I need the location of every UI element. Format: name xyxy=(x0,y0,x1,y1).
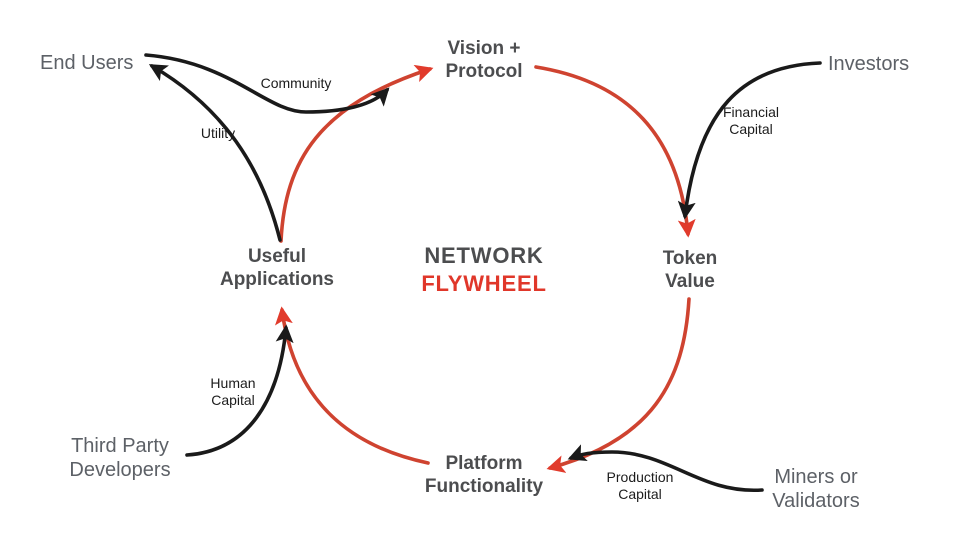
entity-third-party-developers: Third Party Developers xyxy=(45,434,195,482)
edge-label-financial-capital: Financial Capital xyxy=(706,104,796,138)
node-useful-applications: Useful Applications xyxy=(207,245,347,291)
diagram-title: NETWORK FLYWHEEL xyxy=(394,242,574,298)
arrow-useful-applications-to-end-users-utility xyxy=(148,64,282,242)
edge-label-human-capital: Human Capital xyxy=(188,375,278,409)
entity-miners-validators-line1: Miners or xyxy=(774,466,858,488)
arrow-miners-validators-to-platform-functionality-production-capital xyxy=(567,444,764,492)
entity-third-party-developers-line1: Third Party xyxy=(71,435,169,457)
node-platform-functionality: Platform Functionality xyxy=(414,452,554,498)
node-token-value-line1: Token xyxy=(662,248,718,269)
node-vision-protocol: Vision + Protocol xyxy=(414,37,554,83)
edge-label-human-capital-line1: Human xyxy=(210,375,256,391)
edge-label-human-capital-line2: Capital xyxy=(211,392,255,408)
edge-label-financial-capital-line2: Capital xyxy=(729,121,773,137)
arrow-investors-to-token-value-financial-capital xyxy=(677,61,822,220)
node-vision-protocol-line1: Vision + xyxy=(447,38,521,59)
entity-miners-validators-line2: Validators xyxy=(772,490,860,512)
node-token-value: Token Value xyxy=(640,247,740,293)
node-useful-applications-line1: Useful xyxy=(247,246,307,267)
edge-label-community: Community xyxy=(260,75,332,91)
entity-third-party-developers-line2: Developers xyxy=(69,459,171,481)
node-platform-functionality-line2: Functionality xyxy=(424,476,544,497)
edge-label-production-capital: Production Capital xyxy=(595,469,685,503)
edge-label-production-capital-line1: Production xyxy=(606,469,674,485)
arrow-third-party-developers-to-useful-applications-human-capital xyxy=(185,324,294,457)
arrow-platform-functionality-to-useful-applications xyxy=(274,306,430,465)
node-token-value-line2: Value xyxy=(665,271,715,292)
node-useful-applications-line2: Applications xyxy=(219,269,334,290)
diagram-title-line1: NETWORK xyxy=(424,243,544,268)
arrow-token-value-to-platform-functionality xyxy=(546,297,691,473)
entity-investors: Investors xyxy=(828,53,910,75)
arrow-useful-applications-to-vision-protocol xyxy=(279,64,434,243)
edge-label-production-capital-line2: Capital xyxy=(618,486,662,502)
arrow-vision-protocol-to-token-value xyxy=(534,65,696,238)
edge-label-financial-capital-line1: Financial xyxy=(722,104,780,120)
edge-label-utility: Utility xyxy=(200,125,236,141)
entity-end-users: End Users xyxy=(40,52,134,74)
arrow-end-users-to-vision-protocol-community xyxy=(144,53,390,114)
diagram-title-line2: FLYWHEEL xyxy=(421,271,547,296)
node-vision-protocol-line2: Protocol xyxy=(445,61,523,82)
node-platform-functionality-line1: Platform xyxy=(445,453,523,474)
entity-miners-validators: Miners or Validators xyxy=(741,465,891,513)
